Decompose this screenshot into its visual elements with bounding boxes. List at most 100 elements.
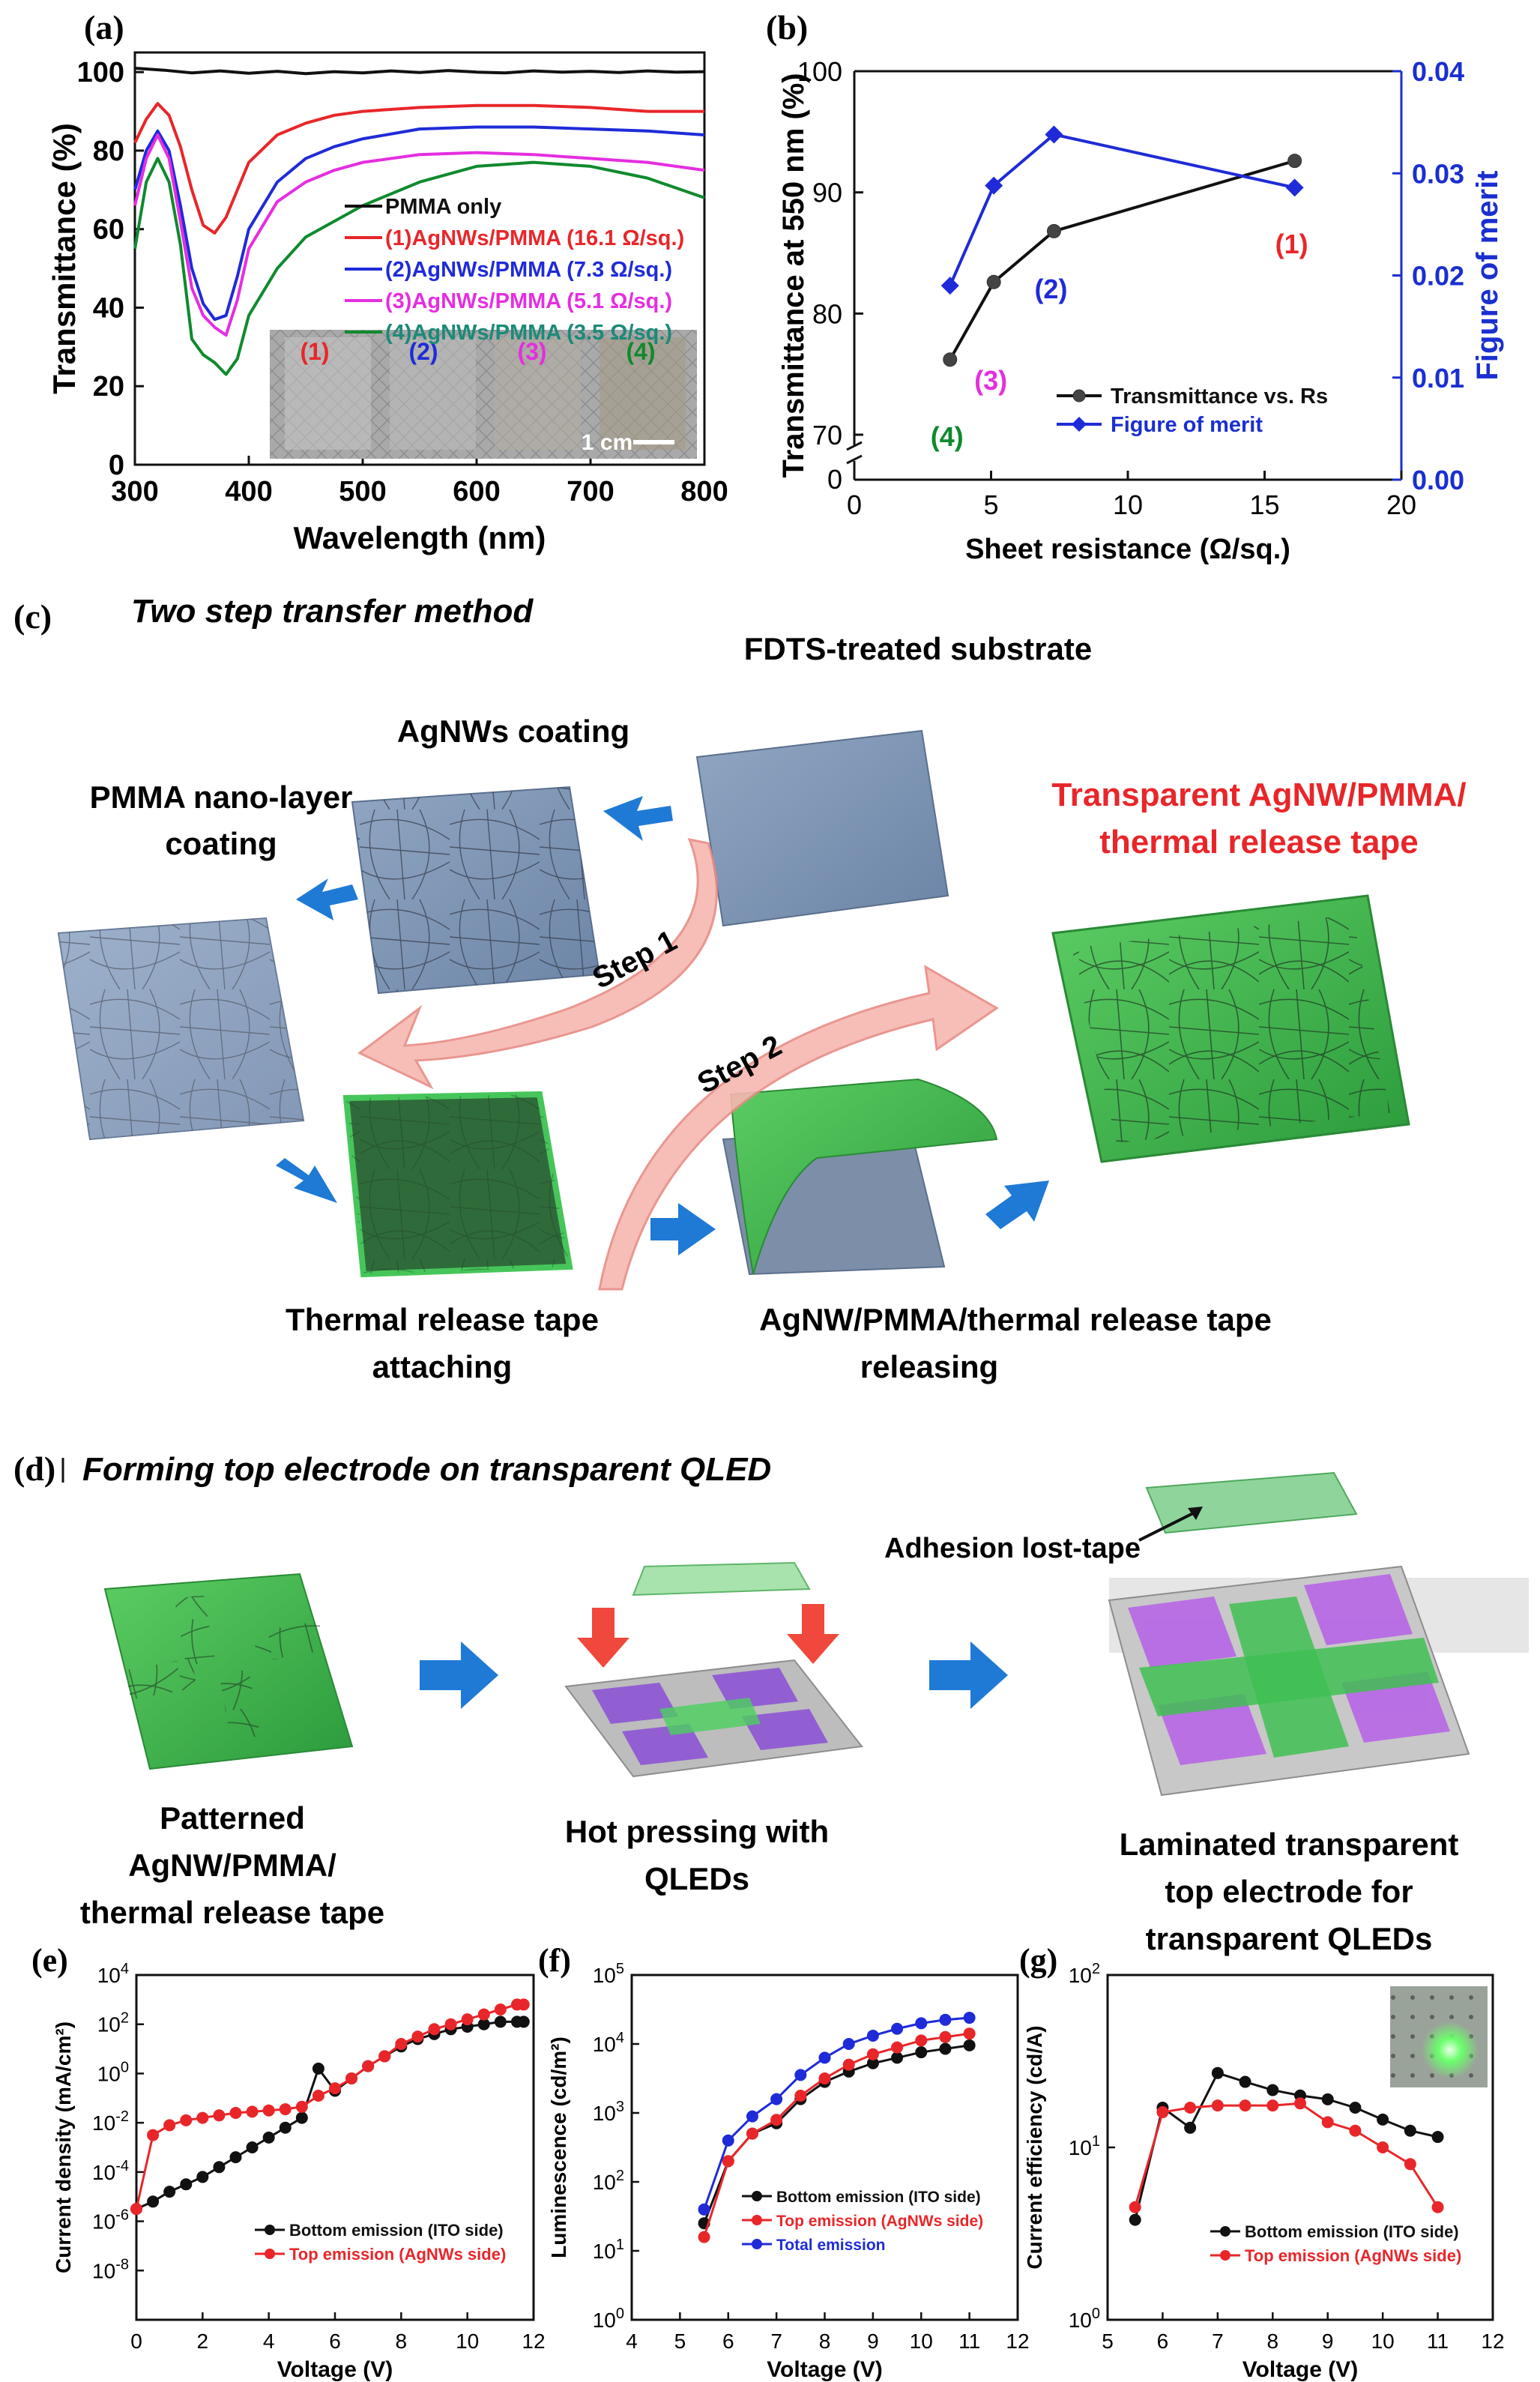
- panel-label-b: (b): [766, 8, 808, 46]
- data-point: [180, 2178, 193, 2191]
- x-axis-label: Voltage (V): [767, 2357, 882, 2382]
- data-point: [1349, 2124, 1362, 2137]
- data-point: [770, 2093, 783, 2105]
- x-tick-label: 11: [958, 2330, 980, 2353]
- data-point: [939, 2042, 952, 2055]
- data-point: [147, 2129, 160, 2141]
- x-tick-label: 300: [111, 476, 158, 507]
- hovering-tape: [632, 1561, 811, 1596]
- inset-film-label: (4): [626, 338, 655, 365]
- transmittance-point: [943, 352, 958, 367]
- data-point: [1184, 2101, 1197, 2114]
- y-tick-label: 102: [97, 2010, 129, 2036]
- x-tick-label: 7: [1212, 2330, 1224, 2353]
- data-point: [866, 2057, 879, 2069]
- plot-frame: [630, 1974, 1019, 2321]
- arrow-agnws-to-pmma: [296, 878, 358, 920]
- label-pmma-line1: PMMA nano-layer: [90, 780, 353, 815]
- x-tick-label: 700: [567, 476, 614, 507]
- inset-film-label: (1): [300, 338, 329, 365]
- data-point: [746, 2110, 758, 2123]
- y-tick-label: 10-4: [92, 2158, 129, 2184]
- x-tick-label: 8: [819, 2330, 831, 2353]
- x-tick-label: 6: [1157, 2330, 1169, 2353]
- data-point: [963, 2027, 976, 2040]
- data-point: [1294, 2097, 1306, 2110]
- legend-marker: [1220, 2226, 1231, 2237]
- data-point: [1129, 2201, 1141, 2213]
- y2-tick-label: 0.03: [1412, 158, 1464, 189]
- legend-label: Total emission: [776, 2237, 885, 2254]
- legend-label: (4)AgNWs/PMMA (3.5 Ω/sq.): [385, 321, 672, 345]
- data-point: [411, 2030, 424, 2043]
- data-point: [1184, 2121, 1197, 2134]
- panel-label-c: (c): [13, 597, 52, 636]
- x-tick-label: 9: [1322, 2330, 1334, 2353]
- data-point: [362, 2060, 375, 2072]
- series-line-1: [703, 2032, 970, 2238]
- legend-marker: [752, 2191, 762, 2201]
- point-label: (1): [1275, 229, 1308, 259]
- x-tick-label: 0: [847, 489, 862, 520]
- data-point: [1349, 2101, 1362, 2114]
- label-patterned-line1: Patterned: [160, 1800, 305, 1836]
- lost-tape: [1145, 1471, 1358, 1534]
- data-point: [279, 2121, 292, 2134]
- legend-label: PMMA only: [385, 195, 501, 219]
- legend-label: Figure of merit: [1111, 413, 1263, 437]
- data-point: [517, 2015, 530, 2028]
- y-tick-label: 102: [1069, 1961, 1100, 1987]
- point-label: (2): [1034, 274, 1067, 304]
- data-point: [163, 2119, 176, 2132]
- panel-label-a: (a): [84, 8, 124, 46]
- data-point: [329, 2082, 341, 2095]
- label-fdts-substrate: FDTS-treated substrate: [744, 631, 1092, 666]
- y2-axis-label: Figure of merit: [1471, 170, 1504, 380]
- data-point: [196, 2171, 209, 2183]
- data-point: [494, 2003, 507, 2015]
- series-fom-line: [948, 133, 1296, 286]
- x-tick-label: 600: [453, 476, 500, 507]
- panel-c-title: Two step transfer method: [131, 593, 534, 630]
- x-tick-label: 10: [1113, 489, 1143, 520]
- y-tick-label: 103: [593, 2099, 624, 2125]
- transmittance-point: [1287, 154, 1302, 169]
- data-point: [794, 2069, 807, 2081]
- data-point: [213, 2109, 226, 2122]
- inset-film-sample: [285, 337, 371, 450]
- series-line-0: [1134, 2071, 1438, 2221]
- x-tick-label: 6: [329, 2330, 341, 2353]
- y-tick-label: 104: [593, 2030, 624, 2056]
- legend-label: Top emission (AgNWs side): [1245, 2246, 1461, 2265]
- arrow-tape-to-release: [650, 1203, 716, 1255]
- label-thermal-line1: Thermal release tape: [286, 1302, 599, 1337]
- inset-film-label: (3): [517, 338, 546, 365]
- legend-marker: [1072, 417, 1087, 432]
- panel-d-title: Forming top electrode on transparent QLE…: [82, 1451, 771, 1488]
- y-tick-label: 0: [109, 450, 124, 481]
- legend-label: Transmittance vs. Rs: [1111, 385, 1328, 408]
- data-point: [818, 2072, 831, 2084]
- series-line-2: [703, 2016, 970, 2210]
- legend-label: Bottom emission (ITO side): [1245, 2222, 1459, 2241]
- data-point: [477, 2008, 490, 2021]
- panel-label-d: (d): [13, 1450, 55, 1488]
- x-tick-label: 5: [1102, 2330, 1114, 2353]
- data-point: [345, 2072, 358, 2084]
- label-release-line2: releasing: [860, 1349, 998, 1384]
- data-point: [196, 2111, 209, 2124]
- legend-label: (3)AgNWs/PMMA (5.1 Ω/sq.): [385, 289, 672, 313]
- x-tick-label: 15: [1249, 489, 1279, 520]
- legend-label: (2)AgNWs/PMMA (7.3 Ω/sq.): [385, 258, 672, 282]
- point-label: (3): [974, 365, 1007, 396]
- data-point: [1431, 2201, 1444, 2213]
- legend-label: Top emission (AgNWs side): [289, 2245, 506, 2264]
- y-tick-label: 101: [1069, 2133, 1100, 2159]
- y-axis-label: Transmittance (%): [46, 123, 82, 394]
- data-point: [1211, 2099, 1224, 2112]
- x-tick-label: 4: [263, 2330, 275, 2353]
- x-tick-label: 11: [1427, 2330, 1449, 2353]
- y-tick-label: 100: [797, 56, 842, 87]
- data-point: [461, 2013, 474, 2026]
